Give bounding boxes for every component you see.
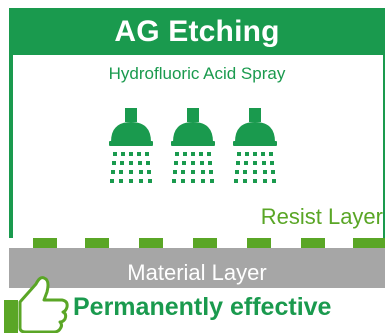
resist-layer: [9, 238, 385, 255]
resist-layer-label: Resist Layer: [260, 204, 383, 229]
thumbs-up-icon: [4, 276, 69, 333]
subtitle: Hydrofluoric Acid Spray: [108, 64, 286, 83]
spray-nozzle-icon: [171, 108, 215, 183]
bottom-bar: [9, 288, 385, 333]
bottom-text: Permanently effective: [73, 293, 332, 321]
spray-nozzle-icon: [109, 108, 153, 183]
material-layer-label: Material Layer: [127, 260, 267, 285]
spray-nozzles: [109, 108, 277, 183]
title-bar: AG Etching: [9, 8, 385, 55]
material-layer: Material Layer: [9, 255, 385, 288]
spray-nozzle-icon: [233, 108, 277, 183]
